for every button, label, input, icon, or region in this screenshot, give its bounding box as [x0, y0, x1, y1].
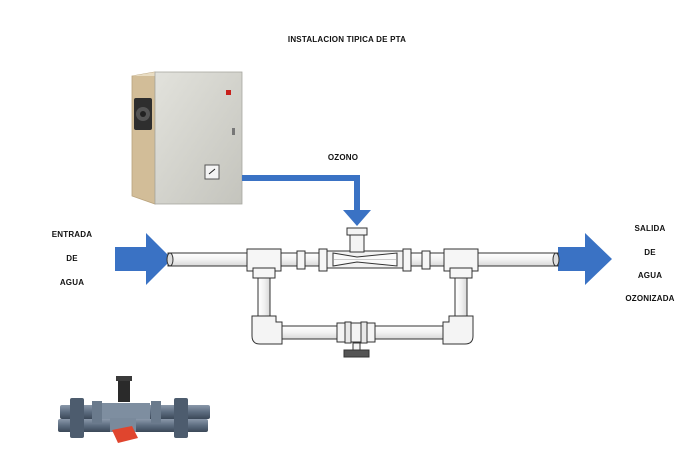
- diagram-title: INSTALACION TIPICA DE PTA: [287, 35, 407, 44]
- salida-label-line3: AGUA: [637, 271, 663, 280]
- entrada-label-line1: ENTRADA: [51, 230, 93, 239]
- bypass-manifold: [166, 248, 560, 345]
- salida-label-line4: OZONIZADA: [625, 294, 675, 303]
- venturi-injector: [326, 227, 404, 269]
- pvc-manifold-photo: [58, 376, 210, 443]
- door-handle: [232, 128, 235, 135]
- ozono-label: OZONO: [327, 153, 359, 162]
- entrada-label-line2: DE: [66, 254, 78, 263]
- entrada-label-line3: AGUA: [59, 278, 85, 287]
- ozone-generator-cabinet: [131, 71, 243, 205]
- ozone-feed-line: [242, 175, 360, 210]
- red-valve-handle: [112, 426, 138, 443]
- fan-vent-icon: [134, 98, 152, 130]
- bypass-valve: [336, 321, 376, 358]
- salida-label-line2: DE: [644, 248, 656, 257]
- gauge-meter-icon: [204, 164, 220, 180]
- indicator-light: [226, 90, 231, 95]
- inlet-arrow: [115, 233, 172, 285]
- ozone-injection-arrow: [343, 210, 371, 226]
- outlet-arrow: [558, 233, 612, 285]
- salida-label-line1: SALIDA: [634, 224, 666, 233]
